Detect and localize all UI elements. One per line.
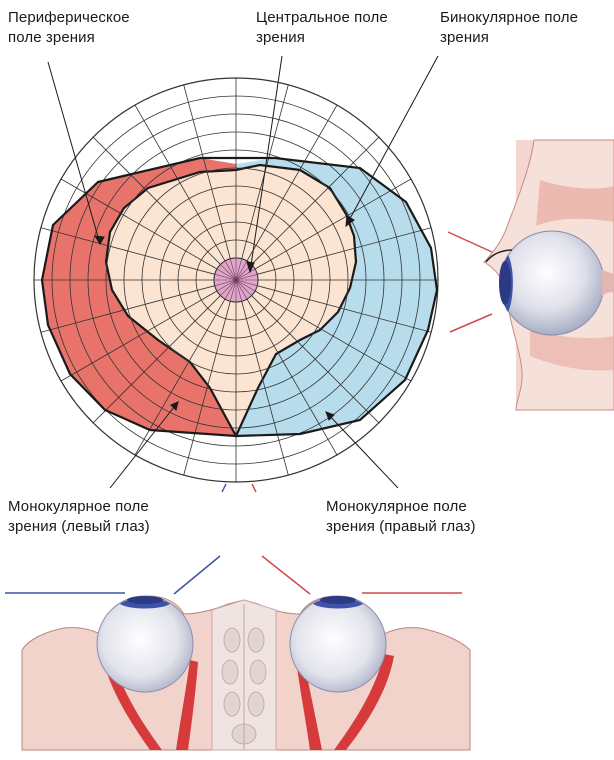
label-peripheral-field: Периферическое поле зрения (8, 8, 130, 48)
label-binocular-field: Бинокулярное поле зрения (440, 8, 578, 48)
label-central-field: Центральное поле зрения (256, 8, 388, 48)
label-monocular-right: Монокулярное поле зрения (правый глаз) (326, 497, 476, 537)
visual-field-chart (34, 78, 438, 482)
ray-left-diagonal (174, 556, 220, 594)
label-monocular-left: Монокулярное поле зрения (левый глаз) (8, 497, 150, 537)
eyes-top-view-illustration (5, 556, 470, 750)
tick-blue (222, 484, 226, 492)
ray-right-diagonal (262, 556, 310, 594)
ray-upper (448, 232, 492, 252)
ray-lower (450, 314, 492, 332)
tick-red (252, 484, 256, 492)
eye-side-view-icon (484, 140, 614, 410)
